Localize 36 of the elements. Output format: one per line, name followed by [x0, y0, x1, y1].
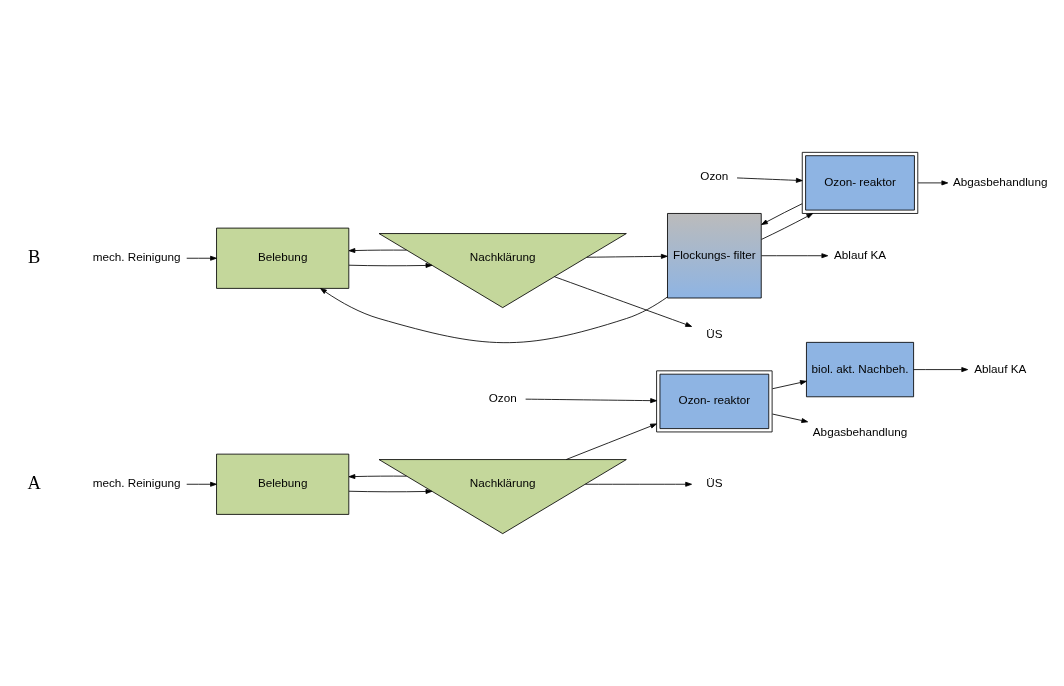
arrow — [584, 481, 692, 487]
arrow — [186, 481, 217, 487]
arrow — [736, 177, 803, 183]
node-text: mech. Reinigung — [92, 250, 181, 264]
arrow — [320, 288, 668, 344]
node-text: mech. Reinigung — [92, 476, 181, 490]
node-box: Flockungs- filter — [667, 213, 762, 299]
arrow — [761, 213, 814, 240]
arrow — [917, 180, 949, 186]
arrow — [348, 474, 407, 480]
label: A — [27, 472, 41, 493]
arrow — [348, 263, 433, 268]
node-box: biol. akt. Nachbeh. — [806, 341, 914, 398]
arrow — [348, 248, 407, 253]
arrow — [348, 489, 433, 494]
arrow — [186, 255, 217, 261]
node-text: ÜS — [706, 476, 723, 490]
node-text: Ozon — [488, 390, 517, 404]
arrow — [772, 380, 807, 390]
node-box: Belebung — [216, 453, 350, 515]
arrow — [913, 367, 969, 373]
node-text: Abgasbehandlung — [812, 425, 908, 439]
arrow — [761, 203, 803, 226]
node-text: Ablauf KA — [974, 361, 1027, 375]
arrow — [586, 253, 668, 259]
arrow — [772, 413, 809, 423]
node-text: ÜS — [706, 326, 723, 340]
node-text: Abgasbehandlung — [953, 175, 1048, 188]
arrow — [761, 253, 829, 259]
arrow — [525, 398, 657, 404]
node-text: Ozon — [700, 169, 729, 183]
node-text: Ablauf KA — [833, 247, 887, 261]
node-box: Belebung — [216, 227, 350, 289]
arrow — [553, 276, 692, 327]
arrow — [565, 423, 657, 460]
label: B — [27, 246, 41, 267]
